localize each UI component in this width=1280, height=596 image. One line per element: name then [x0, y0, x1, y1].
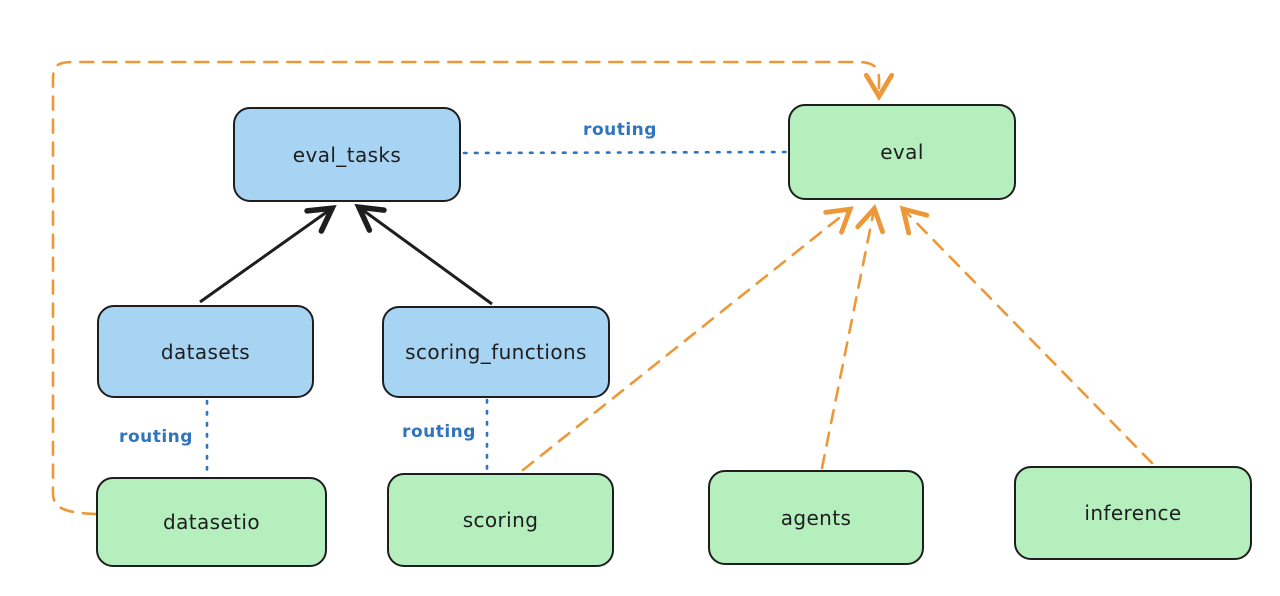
edge-agents-to-eval	[820, 204, 885, 470]
edge-scoringfunctions-to-evaltasks	[360, 208, 493, 306]
node-agents-label: agents	[780, 505, 852, 530]
edge-datasets-to-evaltasks	[199, 209, 331, 304]
node-datasetio-label: datasetio	[162, 510, 260, 534]
edge-scoring-to-eval	[521, 206, 854, 472]
edge-inference-to-eval	[899, 205, 1154, 465]
edge-routing-evaltasks-eval	[462, 150, 788, 155]
node-inference-label: inference	[1084, 501, 1182, 525]
node-datasets: datasets	[97, 305, 314, 398]
node-eval-tasks-label: eval_tasks	[292, 142, 402, 167]
node-datasetio: datasetio	[96, 477, 327, 567]
node-eval-label: eval	[880, 140, 924, 164]
node-scoring: scoring	[387, 473, 614, 567]
node-inference: inference	[1014, 466, 1252, 560]
node-agents: agents	[708, 470, 924, 565]
node-eval-tasks: eval_tasks	[233, 107, 461, 202]
edge-label-routing-left: routing	[119, 427, 193, 447]
node-eval: eval	[788, 104, 1016, 200]
node-scoring-label: scoring	[462, 508, 539, 532]
node-datasets-label: datasets	[160, 339, 251, 364]
edge-label-routing-mid: routing	[402, 422, 476, 442]
node-scoring-functions-label: scoring_functions	[405, 340, 587, 364]
node-scoring-functions: scoring_functions	[382, 306, 610, 398]
edge-label-routing-top: routing	[583, 120, 657, 140]
edge-datasetio-to-eval-loop	[51, 60, 895, 516]
